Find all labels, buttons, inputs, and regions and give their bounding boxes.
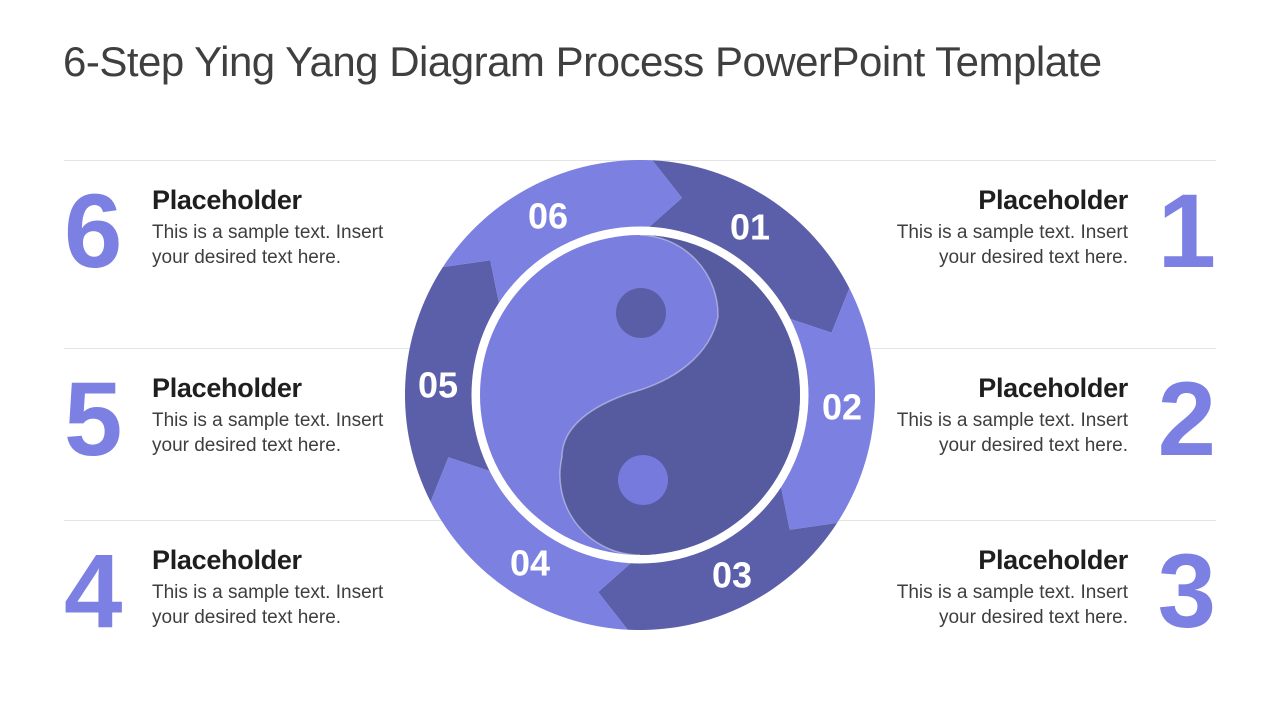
step-number: 2	[1157, 361, 1216, 478]
step-heading: Placeholder	[152, 373, 302, 403]
ring-segment-03	[598, 486, 838, 630]
step-number: 6	[64, 173, 123, 290]
step-body: This is a sample text. Insert your desir…	[152, 222, 384, 269]
ring-segment-05	[405, 260, 500, 502]
step-6-block: 6 Placeholder This is a sample text. Ins…	[64, 160, 390, 284]
ring-segment-02	[780, 288, 875, 530]
step-5-block: 5 Placeholder This is a sample text. Ins…	[64, 348, 390, 472]
step-number: 1	[1157, 173, 1216, 290]
step-2-block: Placeholder This is a sample text. Inser…	[890, 348, 1216, 472]
ring-label-04: 04	[510, 543, 550, 584]
step-text: Placeholder This is a sample text. Inser…	[890, 160, 1129, 284]
step-text: Placeholder This is a sample text. Inser…	[152, 160, 390, 284]
step-1-block: Placeholder This is a sample text. Inser…	[890, 160, 1216, 284]
step-text: Placeholder This is a sample text. Inser…	[890, 520, 1129, 644]
ring-segment-01	[648, 160, 850, 333]
step-body: This is a sample text. Insert your desir…	[152, 582, 384, 629]
yin-yang-symbol	[480, 234, 800, 556]
step-number: 5	[64, 361, 123, 478]
step-body: This is a sample text. Insert your desir…	[152, 410, 384, 457]
inner-ring-border	[471, 226, 809, 564]
step-body: This is a sample text. Insert your desir…	[896, 582, 1128, 629]
ring-label-02: 02	[822, 387, 862, 428]
step-heading: Placeholder	[978, 373, 1128, 403]
step-3-block: Placeholder This is a sample text. Inser…	[890, 520, 1216, 644]
step-4-block: 4 Placeholder This is a sample text. Ins…	[64, 520, 390, 644]
step-heading: Placeholder	[978, 545, 1128, 575]
yin-yang-curve-highlight	[559, 234, 719, 556]
yin-dot-top	[616, 288, 666, 338]
step-heading: Placeholder	[152, 185, 302, 215]
step-heading: Placeholder	[978, 185, 1128, 215]
ring-segment-04	[430, 457, 632, 630]
step-heading: Placeholder	[152, 545, 302, 575]
step-number: 4	[64, 533, 123, 650]
step-number: 3	[1157, 533, 1216, 650]
ring-label-05: 05	[418, 365, 458, 406]
slide-title: 6-Step Ying Yang Diagram Process PowerPo…	[63, 38, 1102, 85]
step-body: This is a sample text. Insert your desir…	[896, 222, 1128, 269]
ring-label-03: 03	[712, 555, 752, 596]
step-text: Placeholder This is a sample text. Inser…	[890, 348, 1129, 472]
yang-dot-bottom	[618, 455, 668, 505]
step-text: Placeholder This is a sample text. Inser…	[152, 520, 390, 644]
ying-yang-process-diagram: 01 02 03 04 05 06	[405, 160, 875, 630]
ring-segment-06	[442, 160, 682, 304]
step-body: This is a sample text. Insert your desir…	[896, 410, 1128, 457]
step-text: Placeholder This is a sample text. Inser…	[152, 348, 390, 472]
ring-label-01: 01	[730, 207, 770, 248]
ring-label-06: 06	[528, 196, 568, 237]
